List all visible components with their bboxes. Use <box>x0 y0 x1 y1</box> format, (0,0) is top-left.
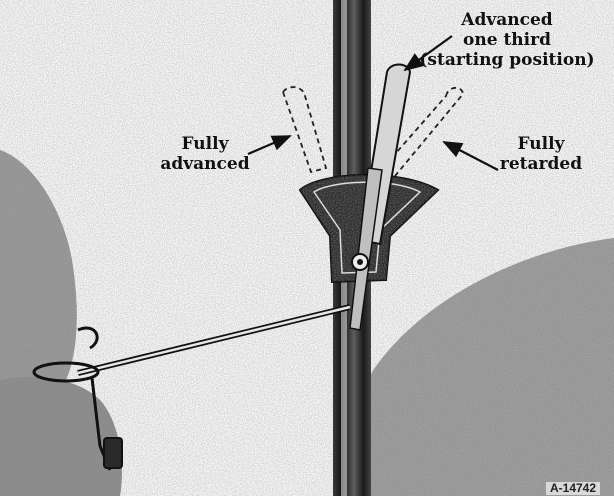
label-fully-advanced: Fully advanced <box>150 134 260 174</box>
label-line: Fully <box>492 134 590 154</box>
label-line: (starting position) <box>398 50 614 70</box>
label-fully-retarded: Fully retarded <box>492 134 590 174</box>
label-line: advanced <box>150 154 260 174</box>
label-line: Advanced <box>398 10 614 30</box>
label-advanced-one-third: Advanced one third (starting position) <box>398 10 614 70</box>
label-line: retarded <box>492 154 590 174</box>
label-line: Fully <box>150 134 260 154</box>
label-line: one third <box>398 30 614 50</box>
figure-code: A-14742 <box>546 482 600 495</box>
